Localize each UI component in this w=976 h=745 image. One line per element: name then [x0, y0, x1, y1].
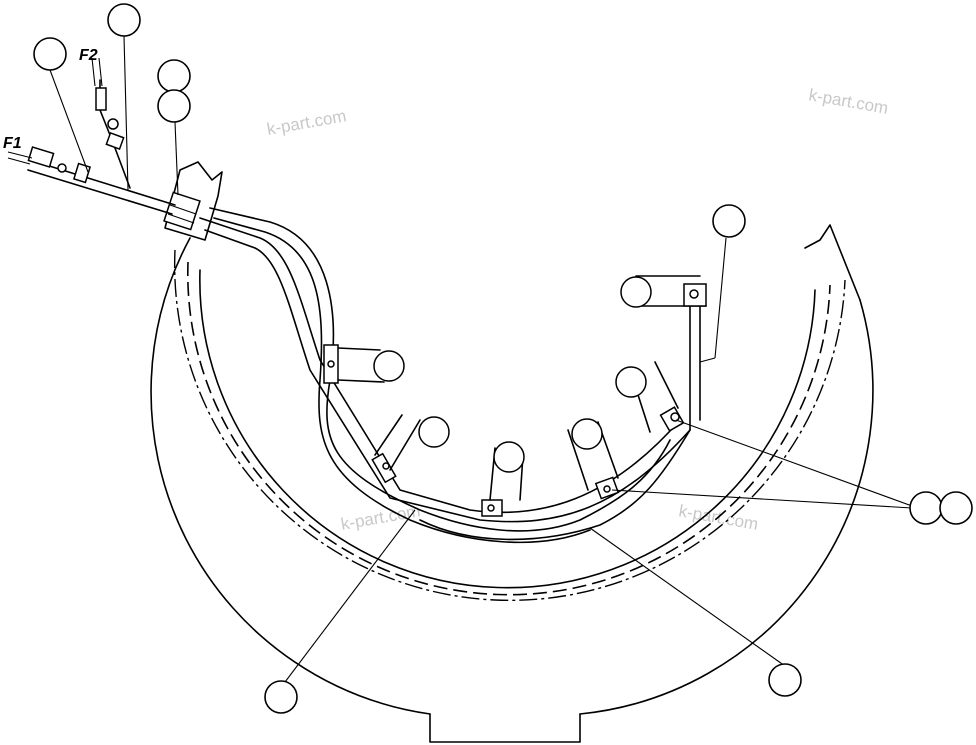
- watermark-top-right: k-part.com: [807, 85, 889, 118]
- callout-circle: [157, 59, 191, 93]
- connector-tubes: [337, 275, 707, 501]
- housing-ring: [150, 224, 874, 743]
- callout-circle: [712, 204, 746, 238]
- callout-circle: [909, 491, 943, 525]
- callout-circle: [768, 663, 802, 697]
- entry-clamp: [163, 161, 223, 241]
- callout-circles: [33, 3, 973, 714]
- label-f2: F2: [79, 47, 98, 64]
- harness-loops: [199, 207, 701, 544]
- callout-circle: [157, 89, 191, 123]
- callout-circle: [264, 680, 298, 714]
- label-f1: F1: [3, 135, 22, 152]
- callout-circle: [107, 3, 141, 37]
- harness-clips: [323, 344, 685, 517]
- leader-lines: [49, 35, 913, 687]
- callout-circle: [939, 491, 973, 525]
- callout-circle: [33, 37, 67, 71]
- watermark-top-left: k-part.com: [265, 106, 347, 139]
- incoming-cables: [7, 57, 176, 215]
